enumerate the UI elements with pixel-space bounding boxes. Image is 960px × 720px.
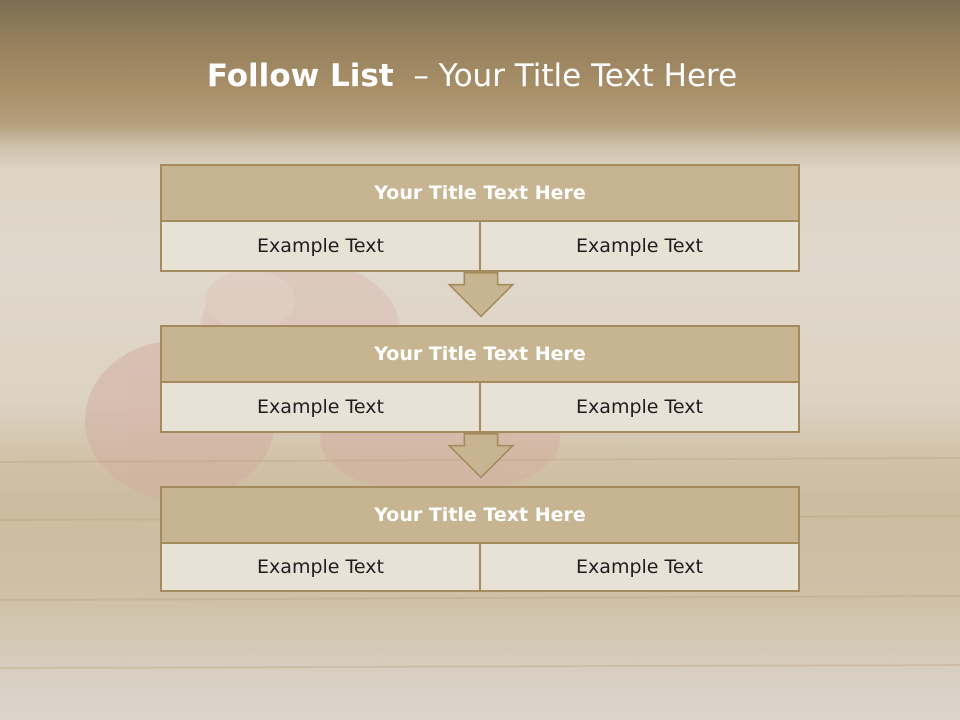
slide-title-rest: – Your Title Text Here	[393, 58, 738, 94]
stage-1-title: Your Title Text Here	[162, 166, 798, 222]
stage-1-left-cell: Example Text	[162, 222, 479, 270]
down-arrow-icon	[447, 272, 515, 318]
down-arrow-icon	[447, 433, 515, 479]
stage-3-title: Your Title Text Here	[162, 488, 798, 544]
stage-3-row: Example Text Example Text	[162, 544, 798, 590]
slide-title: Follow List – Your Title Text Here	[0, 52, 944, 100]
stage-2-row: Example Text Example Text	[162, 383, 798, 431]
stage-box-3: Your Title Text Here Example Text Exampl…	[160, 486, 800, 592]
stage-box-2: Your Title Text Here Example Text Exampl…	[160, 325, 800, 433]
stage-2-right-cell: Example Text	[479, 383, 798, 431]
slide-title-strong: Follow List	[206, 58, 394, 94]
stage-2-left-cell: Example Text	[162, 383, 479, 431]
stage-box-1: Your Title Text Here Example Text Exampl…	[160, 164, 800, 272]
stage-3-left-cell: Example Text	[162, 544, 479, 590]
stage-1-row: Example Text Example Text	[162, 222, 798, 270]
stage-3-right-cell: Example Text	[479, 544, 798, 590]
stage-2-title: Your Title Text Here	[162, 327, 798, 383]
stage-1-right-cell: Example Text	[479, 222, 798, 270]
